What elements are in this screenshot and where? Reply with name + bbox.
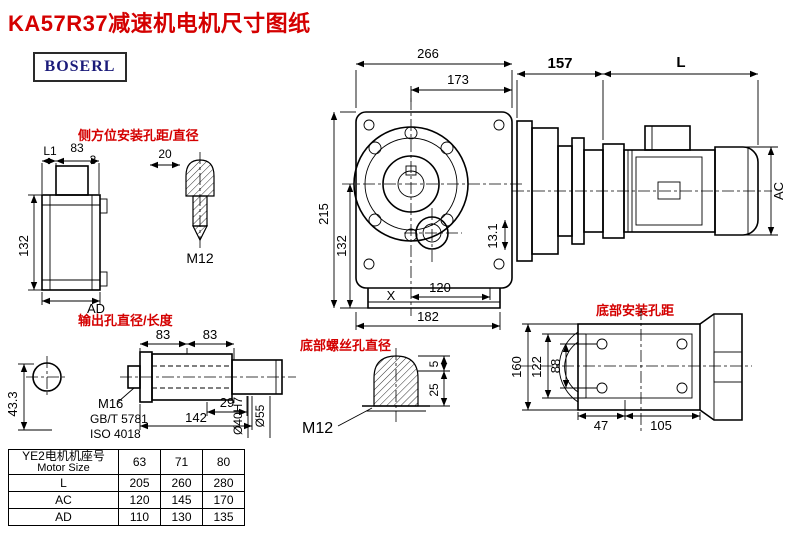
- dim-105: 105: [650, 418, 672, 433]
- motor-size-table: YE2电机机座号 Motor Size 63 71 80 L 205 260 2…: [8, 448, 245, 527]
- dim-shaft-dia: Ø55: [253, 404, 267, 427]
- dim-L: L: [676, 54, 685, 71]
- table-row-L: L 205 260 280: [8, 474, 245, 493]
- table-row-AC: AC 120 145 170: [8, 491, 245, 510]
- dim-20: 20: [158, 147, 172, 161]
- side-bolt-detail: 20 M12: [150, 147, 215, 266]
- dim-120: 120: [429, 280, 451, 295]
- dim-266: 266: [417, 46, 439, 61]
- cell-AC-71: 145: [160, 491, 203, 510]
- dim-182: 182: [417, 309, 439, 324]
- size-col-63: 63: [118, 448, 161, 476]
- cell-AC-63: 120: [118, 491, 161, 510]
- dim-88: 88: [548, 359, 563, 373]
- annotation-bottom-mount: 底部安装孔距: [596, 303, 674, 318]
- dim-142: 142: [185, 410, 207, 425]
- table-header-cell: YE2电机机座号 Motor Size: [8, 448, 119, 476]
- dim-83-a: 83: [156, 327, 170, 342]
- page-title: KA57R37减速机电机尺寸图纸: [8, 11, 311, 36]
- row-label-AD: AD: [8, 508, 119, 527]
- side-view-dimensions: 157 L AC: [516, 54, 786, 236]
- dim-173: 173: [447, 72, 469, 87]
- dim-GBT5781: GB/T 5781: [90, 412, 148, 426]
- dim-3: 3: [90, 153, 97, 167]
- cell-AD-71: 130: [160, 508, 203, 527]
- cell-L-71: 260: [160, 474, 203, 493]
- table-row-AD: AD 110 130 135: [8, 508, 245, 527]
- output-shaft-detail: 输出孔直径/长度 43.3 83 83: [5, 313, 296, 441]
- dim-ISO4018: ISO 4018: [90, 427, 141, 441]
- dim-M16: M16: [98, 396, 123, 411]
- dim-13-1: 13.1: [485, 223, 500, 248]
- dim-M12-side: M12: [186, 250, 213, 266]
- dim-L1: L1: [43, 144, 57, 158]
- cell-L-80: 280: [202, 474, 245, 493]
- brand-logo: BOSERL: [33, 52, 127, 82]
- main-view-dimensions: 266 173 215 132 120 182 13.1: [316, 46, 513, 330]
- table-header-cn: YE2电机机座号: [22, 449, 105, 463]
- dim-215: 215: [316, 203, 331, 225]
- dim-AD: AD: [87, 301, 105, 316]
- row-label-L: L: [8, 474, 119, 493]
- cell-AD-80: 135: [202, 508, 245, 527]
- size-col-71: 71: [160, 448, 203, 476]
- bottom-view: 底部安装孔距 160 122 88: [509, 303, 752, 433]
- dim-122: 122: [529, 356, 544, 378]
- dim-bore-dia: Ø40H7: [231, 397, 245, 435]
- dim-5: 5: [427, 360, 441, 367]
- table-header-row: YE2电机机座号 Motor Size 63 71 80: [8, 448, 245, 476]
- size-col-80: 80: [202, 448, 245, 476]
- dim-25: 25: [427, 383, 441, 397]
- main-front-view: X: [342, 98, 522, 316]
- annotation-side-mount: 侧方位安装孔距/直径: [78, 128, 199, 143]
- dim-47: 47: [594, 418, 608, 433]
- cell-AD-63: 110: [118, 508, 161, 527]
- table-header-en: Motor Size: [37, 461, 90, 474]
- cell-L-63: 205: [118, 474, 161, 493]
- left-side-view: 侧方位安装孔距/直径 L1 83 3 132: [16, 128, 199, 316]
- cell-AC-80: 170: [202, 491, 245, 510]
- dim-AC: AC: [771, 182, 786, 200]
- annotation-bottom-screw: 底部螺丝孔直径: [300, 338, 391, 353]
- side-view-motor: [512, 120, 772, 262]
- dim-132-side: 132: [16, 235, 31, 257]
- dim-29: 29: [220, 395, 234, 410]
- dim-157: 157: [547, 55, 572, 72]
- dim-43-3: 43.3: [5, 391, 20, 416]
- dim-83-b: 83: [203, 327, 217, 342]
- dim-x-mark: X: [387, 288, 396, 303]
- annotation-output-hole: 输出孔直径/长度: [78, 313, 174, 328]
- dim-83-side: 83: [70, 141, 84, 155]
- dim-M12-bottom: M12: [302, 420, 333, 437]
- dim-132-main: 132: [334, 235, 349, 257]
- dim-160: 160: [509, 356, 524, 378]
- bottom-screw-detail: 底部螺丝孔直径 5 25 M12: [300, 338, 450, 437]
- row-label-AC: AC: [8, 491, 119, 510]
